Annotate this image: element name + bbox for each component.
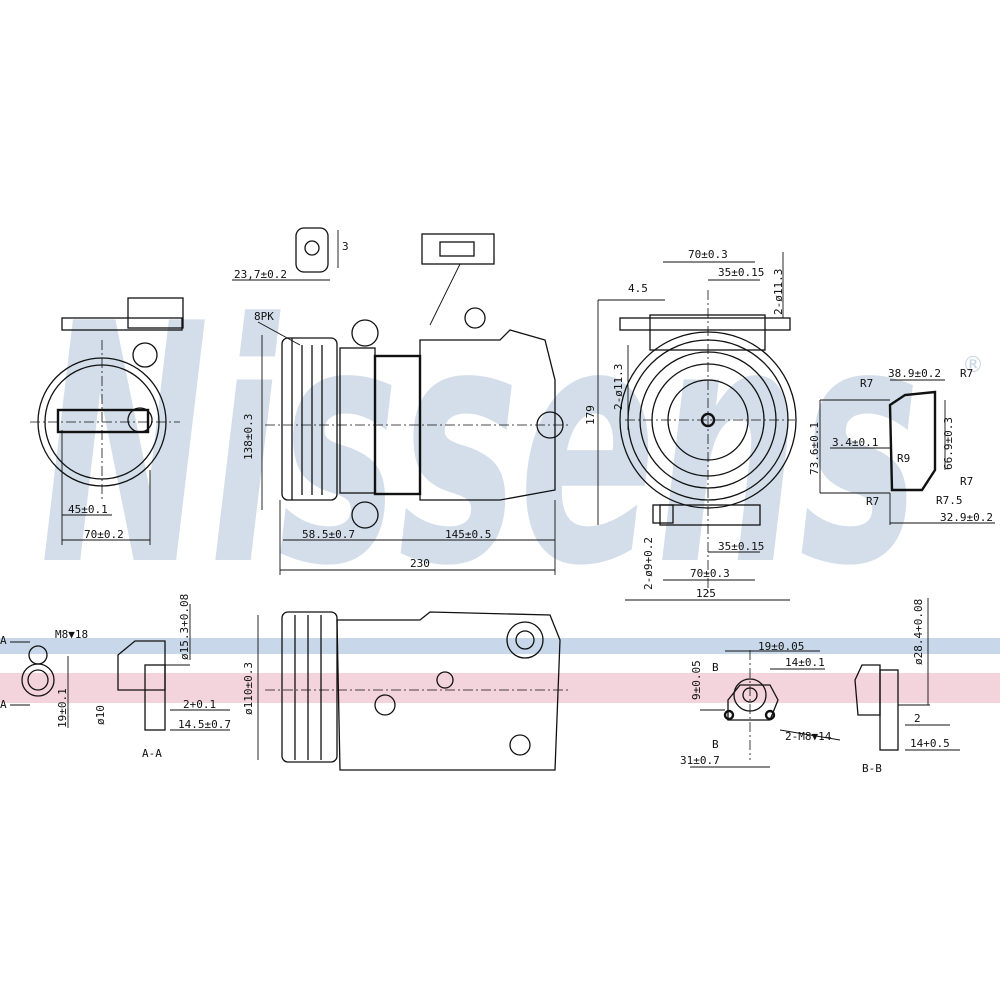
front-view <box>597 252 797 601</box>
dim-70-top: 70±0.3 <box>688 248 728 261</box>
dim-70: 70±0.2 <box>84 528 124 541</box>
port-plate-profile <box>819 379 995 525</box>
radius-r7-c: R7 <box>960 475 973 488</box>
dim-31: 31±0.7 <box>680 754 720 767</box>
dim-73-6: 73.6±0.1 <box>808 422 821 475</box>
dim-145: 145±0.5 <box>445 528 491 541</box>
dim-38-9: 38.9±0.2 <box>888 367 941 380</box>
dim-4-5: 4.5 <box>628 282 648 295</box>
dim-2-d11-3-side: 2-ø11.3 <box>612 364 625 410</box>
dim-32-9: 32.9±0.2 <box>940 511 993 524</box>
brand-watermark: Nissens <box>40 254 920 638</box>
section-mark-b-top: B <box>712 661 719 674</box>
dim-19: 19±0.1 <box>56 688 69 728</box>
left-end-view <box>30 297 184 545</box>
radius-r7-5: R7.5 <box>936 494 963 507</box>
dim-d110: ø110±0.3 <box>242 662 255 715</box>
dim-23-7: 23,7±0.2 <box>234 268 287 281</box>
section-b-b <box>690 598 960 768</box>
pink-stripe <box>0 673 1000 703</box>
dim-14-5: 14.5±0.7 <box>178 718 231 731</box>
dim-14-b: 14±0.1 <box>785 656 825 669</box>
dim-45: 45±0.1 <box>68 503 108 516</box>
dim-35-top: 35±0.15 <box>718 266 764 279</box>
main-side-view <box>232 227 570 575</box>
radius-r7-a: R7 <box>860 377 873 390</box>
dim-2-b: 2 <box>914 712 921 725</box>
dim-70-bot: 70±0.3 <box>690 567 730 580</box>
thread-m8: M8▼18 <box>55 628 88 641</box>
dim-3: 3 <box>342 240 349 253</box>
bottom-side-view <box>257 611 570 771</box>
belt-8pk: 8PK <box>254 310 274 323</box>
section-mark-b-bottom: B <box>712 738 719 751</box>
dim-179: 179 <box>584 405 597 425</box>
dim-2-d11-3-top: 2-ø11.3 <box>772 269 785 315</box>
section-label-b-b: B-B <box>862 762 882 775</box>
dim-9: 9±0.05 <box>690 660 703 700</box>
registered-mark: ® <box>962 353 984 378</box>
dim-66-9: 66.9±0.3 <box>942 417 955 470</box>
dim-2-d9: 2-ø9+0.2 <box>642 537 655 590</box>
dim-230: 230 <box>410 557 430 570</box>
dim-d10: ø10 <box>94 705 107 725</box>
dim-125: 125 <box>696 587 716 600</box>
section-mark-a-bottom: A <box>0 698 7 711</box>
dim-138: 138±0.3 <box>242 414 255 460</box>
dim-14-b-section: 14+0.5 <box>910 737 950 750</box>
dim-58-5: 58.5±0.7 <box>302 528 355 541</box>
dim-d28-4: ø28.4+0.08 <box>912 599 925 665</box>
section-label-a-a: A-A <box>142 747 162 760</box>
dim-d15-3: ø15.3+0.08 <box>178 594 191 660</box>
thread-2-m8: 2-M8▼14 <box>785 730 832 743</box>
dim-35-bot: 35±0.15 <box>718 540 764 553</box>
radius-r7-d: R7 <box>866 495 879 508</box>
radius-r9: R9 <box>897 452 910 465</box>
section-mark-a-top: A <box>0 634 7 647</box>
dim-19-b: 19±0.05 <box>758 640 804 653</box>
dim-3-4: 3.4±0.1 <box>832 436 878 449</box>
radius-r7-b: R7 <box>960 367 973 380</box>
section-a-a <box>10 604 230 731</box>
dim-2: 2+0.1 <box>183 698 216 711</box>
